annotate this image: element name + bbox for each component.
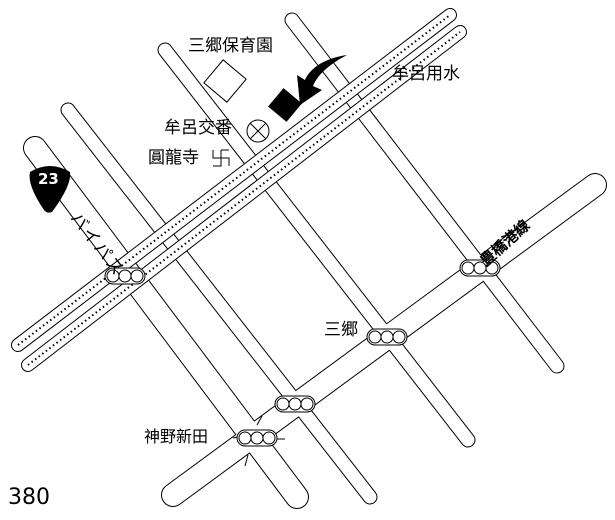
arrow-icon: [297, 55, 347, 105]
police-box-icon: [246, 119, 270, 143]
route-number: 23: [38, 170, 59, 188]
canal-strip-dots: [17, 14, 451, 346]
jinnoshinden-label: 神野新田: [144, 427, 209, 446]
temple-label: 圓龍寺: [148, 148, 199, 168]
nursery-building: [203, 59, 247, 103]
local-road-c: [285, 13, 564, 373]
traffic-signal-icon: [459, 259, 501, 277]
page-number: 380: [8, 485, 50, 510]
canal-strip-dots: [27, 31, 461, 366]
sango-label: 三郷: [324, 320, 358, 340]
traffic-signal-icon: [274, 395, 316, 413]
destination-marker-icon: [268, 88, 302, 122]
nursery-label: 三郷保育園: [188, 36, 273, 56]
canal-label: 牟呂用水: [392, 64, 460, 84]
traffic-signal-icon: [104, 267, 146, 285]
local-road-a: [61, 103, 377, 504]
route-23-shield-icon: [29, 166, 71, 213]
local-road-b: [158, 43, 475, 447]
traffic-signal-icon: [236, 429, 278, 447]
police-box-label: 牟呂交番: [164, 118, 232, 138]
temple-manji-icon: [212, 149, 230, 167]
traffic-signal-icon: [366, 328, 408, 346]
